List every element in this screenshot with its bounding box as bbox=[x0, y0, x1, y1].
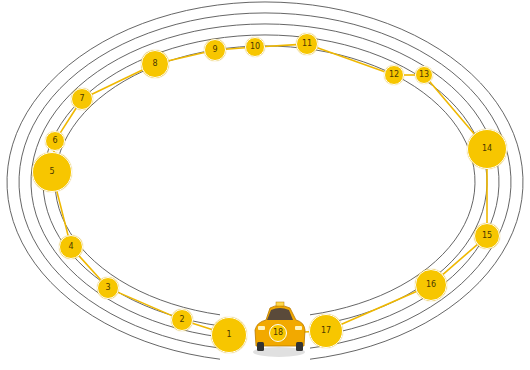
step-circle: 13 bbox=[415, 66, 433, 84]
step-circle: 3 bbox=[97, 277, 119, 299]
callout-number: 9 bbox=[212, 46, 217, 54]
callout-number: 5 bbox=[49, 168, 54, 176]
callout-number: 17 bbox=[321, 327, 331, 335]
track-connector bbox=[192, 323, 211, 329]
step-circle: 16 bbox=[415, 269, 447, 301]
track-connector bbox=[57, 191, 68, 235]
track-connector bbox=[169, 52, 205, 60]
step-circle: 8 bbox=[141, 50, 169, 78]
track-connector bbox=[486, 169, 488, 223]
callout-number: 14 bbox=[482, 145, 492, 153]
track-connector bbox=[443, 245, 477, 275]
track-connector bbox=[265, 45, 296, 47]
taxi-car bbox=[253, 302, 305, 357]
step-circle: 18 bbox=[269, 324, 287, 342]
step-circle: 15 bbox=[474, 223, 500, 249]
step-circle: 12 bbox=[384, 65, 404, 85]
step-circle: 6 bbox=[45, 131, 65, 151]
callout-number: 10 bbox=[250, 43, 260, 51]
step-circle: 9 bbox=[204, 39, 226, 61]
step-circle: 14 bbox=[467, 129, 507, 169]
step-circle: 10 bbox=[245, 37, 265, 57]
track-lane bbox=[55, 46, 475, 315]
track-connector bbox=[60, 108, 76, 132]
callout-number: 7 bbox=[79, 95, 84, 103]
callout-number: 15 bbox=[482, 232, 492, 240]
track-lane bbox=[31, 24, 499, 337]
step-circle: 5 bbox=[32, 152, 72, 192]
callout-number: 16 bbox=[426, 281, 436, 289]
callout-number: 2 bbox=[179, 316, 184, 324]
callout-number: 12 bbox=[389, 71, 399, 79]
callout-number: 4 bbox=[68, 243, 73, 251]
track-connector bbox=[342, 291, 417, 324]
step-circle: 4 bbox=[59, 235, 83, 259]
track-connector bbox=[226, 48, 245, 49]
callout-number: 18 bbox=[273, 329, 283, 337]
track-connector bbox=[92, 70, 142, 94]
callout-number: 13 bbox=[419, 71, 429, 79]
track-connector bbox=[317, 48, 384, 72]
track-lane bbox=[19, 13, 511, 348]
step-circle: 1 bbox=[211, 317, 247, 353]
track-connector bbox=[404, 74, 415, 76]
track-connector bbox=[79, 256, 101, 280]
track-lane bbox=[43, 35, 487, 326]
step-circle: 17 bbox=[309, 314, 343, 348]
step-circle: 2 bbox=[171, 309, 193, 331]
callout-number: 6 bbox=[52, 137, 57, 145]
callout-number: 3 bbox=[105, 284, 110, 292]
track-connector bbox=[118, 292, 172, 315]
callout-number: 8 bbox=[152, 60, 157, 68]
track-lane bbox=[7, 2, 523, 359]
step-circle: 11 bbox=[296, 33, 318, 55]
callout-number: 11 bbox=[302, 40, 312, 48]
callout-number: 1 bbox=[226, 331, 231, 339]
step-circle: 7 bbox=[71, 88, 93, 110]
track-connector bbox=[430, 82, 474, 134]
